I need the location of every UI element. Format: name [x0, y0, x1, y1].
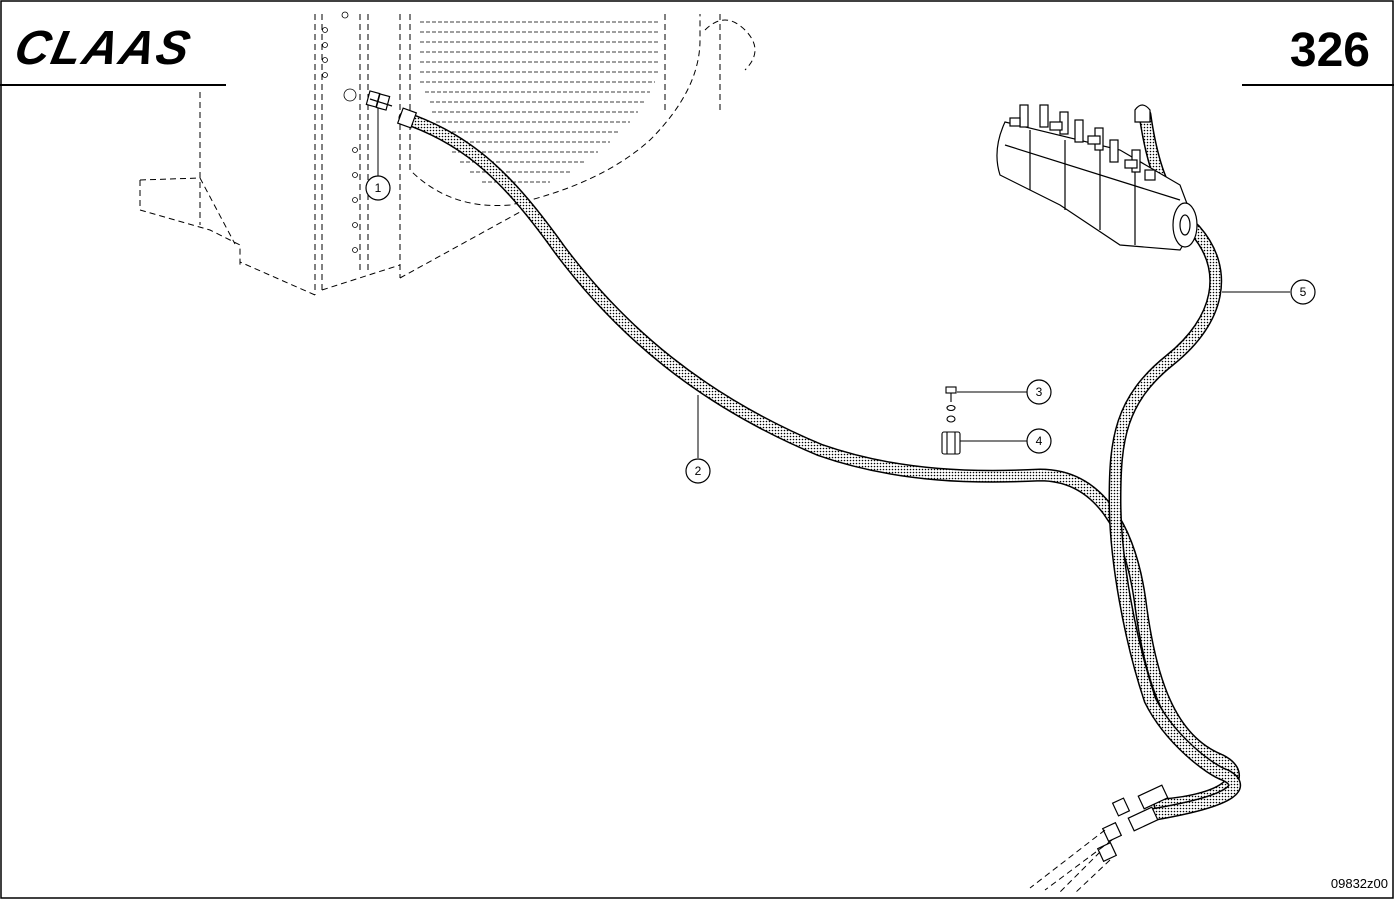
- callout-5: 5: [1290, 279, 1316, 305]
- hose-end-fittings: [1096, 784, 1169, 863]
- svg-text:5: 5: [1300, 285, 1307, 299]
- drawing-id: 09832z00: [1331, 876, 1388, 891]
- frame-holes: [322, 11, 358, 253]
- svg-text:1: 1: [375, 181, 382, 195]
- valve-block-icon: [996, 104, 1198, 251]
- callout-2: 2: [685, 458, 711, 484]
- callout-3: 3: [1026, 379, 1052, 405]
- page-number: 326: [1290, 24, 1370, 77]
- radiator-core: [420, 21, 660, 183]
- hose-2-icon: [396, 107, 1240, 812]
- callout-4: 4: [1026, 428, 1052, 454]
- bolt-3-icon: [945, 386, 957, 423]
- svg-text:3: 3: [1036, 385, 1043, 399]
- svg-text:4: 4: [1036, 434, 1043, 448]
- claas-logo: CLAAS: [10, 21, 197, 74]
- callout-1: 1: [365, 175, 391, 201]
- clamp-4-icon: [941, 431, 961, 455]
- radiator-icon: [139, 14, 756, 296]
- svg-text:2: 2: [695, 464, 702, 478]
- fitting-1-icon: [365, 90, 393, 111]
- hose-continuation: [1029, 829, 1113, 894]
